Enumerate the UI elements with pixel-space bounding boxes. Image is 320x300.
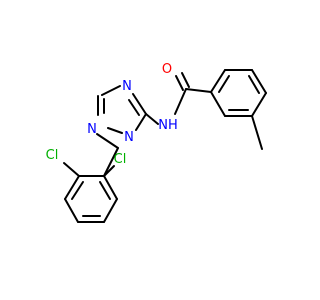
bond-ring-b-2 [64, 175, 80, 200]
bonds [63, 69, 267, 223]
atom-labels: O NH N N N Cl Cl [46, 62, 178, 167]
bond-ring-b-5 [103, 198, 118, 223]
bond-carbonyl-double-b [181, 72, 190, 88]
bond-methyl [251, 115, 263, 150]
bond-n-ch2 [96, 133, 119, 149]
atom-label-cl-right: Cl [114, 152, 127, 167]
atom-label-n-ring-bottom: N [124, 130, 134, 145]
bond-nh-triazole [145, 113, 159, 125]
bond-ring-a-4 [251, 92, 267, 117]
bond-ring-b-6 [103, 175, 118, 200]
atom-label-n-ring-left: N [87, 122, 97, 137]
bond-carbonyl-double-a [175, 75, 184, 91]
atom-label-oxygen: O [162, 62, 172, 77]
bond-ring-a-6 [210, 91, 226, 117]
molecule-structure-diagram: O NH N N N Cl Cl [46, 62, 267, 223]
atom-label-cl-left: Cl [46, 148, 59, 163]
bond-ch2-ring [103, 147, 119, 177]
bond-carbonyl-ring [185, 88, 212, 93]
bond-triazole-1 [132, 93, 147, 115]
bond-ring-a-1 [210, 69, 226, 93]
bond-triazole-4 [107, 127, 123, 134]
bond-triazole-2 [101, 85, 121, 96]
atom-label-n-ring-top: N [122, 79, 132, 94]
bond-ring-b-3 [64, 198, 79, 223]
bond-triazole-1b [128, 99, 140, 116]
bond-ring-a-inner-1 [218, 75, 230, 93]
molecule-svg: O NH N N N Cl Cl [46, 62, 267, 223]
bond-triazole-5 [135, 113, 147, 131]
bond-ring-a-inner-2 [248, 75, 260, 94]
bond-cl-right [103, 165, 115, 177]
bond-ring-a-3 [251, 69, 267, 94]
bond-ring-b-inner-3 [99, 181, 111, 200]
bond-cl-left [63, 162, 80, 177]
atom-label-nh: NH [158, 118, 178, 133]
bond-carbonyl-nh [174, 88, 187, 115]
bond-ring-b-inner-1 [71, 181, 84, 200]
